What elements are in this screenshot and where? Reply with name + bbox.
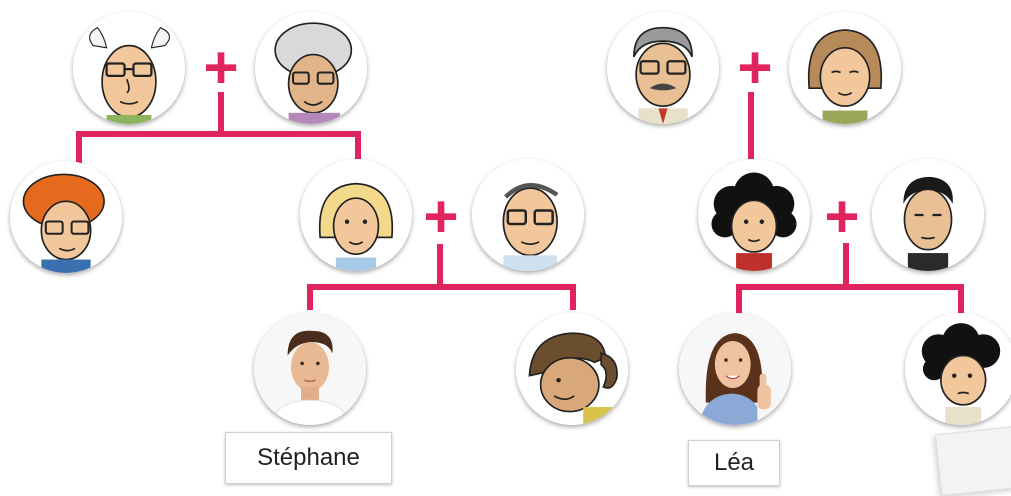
name-label-lea: Léa xyxy=(688,440,780,486)
ponytail-child-icon xyxy=(516,313,628,425)
teen-boy-photo xyxy=(254,313,366,425)
old-man-icon xyxy=(73,12,185,124)
name-label-stephane: Stéphane xyxy=(225,432,392,484)
paper-corner xyxy=(934,425,1011,496)
plus-sign: + xyxy=(203,34,238,101)
blonde-woman-icon xyxy=(300,159,412,271)
bob-hair-woman-icon xyxy=(789,12,901,124)
girl-thumbs-up-photo xyxy=(679,313,791,425)
curly-hair-woman-icon xyxy=(698,159,810,271)
plus-sign: + xyxy=(423,183,458,250)
old-woman-icon xyxy=(255,12,367,124)
asian-man-icon xyxy=(872,159,984,271)
red-haired-man-icon xyxy=(10,161,122,273)
mustache-man-icon xyxy=(607,12,719,124)
plus-sign: + xyxy=(737,34,772,101)
curly-hair-boy-icon xyxy=(905,313,1011,425)
family-tree-connectors: + + + + xyxy=(76,34,964,318)
plus-sign: + xyxy=(824,183,859,250)
man-glasses-icon xyxy=(472,159,584,271)
